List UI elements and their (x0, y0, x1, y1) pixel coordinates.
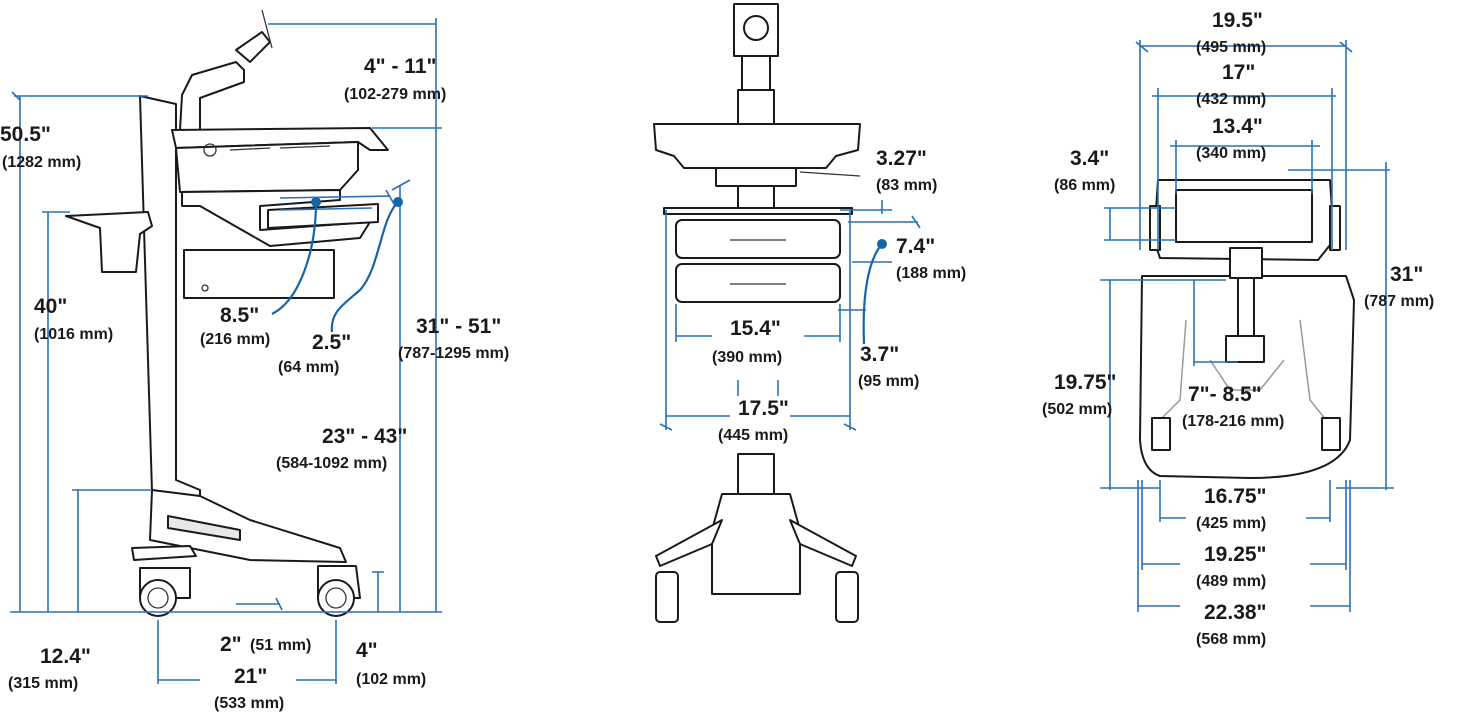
base-width-inner-label: 16.75" (1204, 485, 1267, 508)
front-drawer-lower-label: 3.7" (860, 343, 900, 366)
caster-offset-label: 2" (220, 633, 242, 656)
caster-height-mm-label: (102 mm) (356, 671, 427, 688)
width-mid-label: 17" (1222, 61, 1256, 84)
arm-reach-label: 7"- 8.5" (1188, 383, 1262, 406)
base-height-mm-label: (315 mm) (8, 675, 79, 692)
front-view-callouts (862, 239, 887, 345)
front-overall-width-mm-label: (445 mm) (718, 427, 789, 444)
handle-depth-mm-label: (86 mm) (1054, 177, 1116, 194)
width-mid-mm-label: (432 mm) (1196, 91, 1267, 108)
base-depth-mm-label: (502 mm) (1042, 401, 1113, 418)
surface-thickness-label: 3.27" (876, 147, 927, 170)
base-depth-label: 19.75" (1054, 371, 1117, 394)
overall-height-mm-label: (787-1295 mm) (398, 345, 510, 362)
front-drawer-width-label: 15.4" (730, 317, 781, 340)
monitor-arm-label: 4" - 11" (364, 55, 437, 78)
width-outer-mm-label: (495 mm) (1196, 39, 1267, 56)
handle-height-mm-label: (1282 mm) (2, 154, 82, 171)
basket-height-mm-label: (1016 mm) (34, 326, 114, 343)
front-drawer-lower-mm-label: (95 mm) (858, 373, 920, 390)
base-width-outer-mm-label: (568 mm) (1196, 631, 1267, 648)
surface-thickness-mm-label: (83 mm) (876, 177, 938, 194)
base-width-inner-mm-label: (425 mm) (1196, 515, 1267, 532)
drawer-depth-label: 8.5" (220, 304, 260, 327)
overall-depth-label: 31" (1390, 263, 1424, 286)
front-view-cart (653, 3, 861, 623)
handle-depth-label: 3.4" (1070, 147, 1110, 170)
overall-depth-mm-label: (787 mm) (1364, 293, 1435, 310)
drawer-height-mm-label: (64 mm) (278, 359, 340, 376)
drawer-depth-mm-label: (216 mm) (200, 331, 271, 348)
overall-height-label: 31" - 51" (416, 315, 502, 338)
side-view-callouts (271, 197, 403, 333)
monitor-arm-mm-label: (102-279 mm) (344, 86, 447, 103)
width-inner-label: 13.4" (1212, 115, 1263, 138)
wheelbase-label: 21" (234, 665, 268, 688)
front-drawer-height-mm-label: (188 mm) (896, 265, 967, 282)
work-height-label: 23" - 43" (322, 425, 408, 448)
base-width-mid-mm-label: (489 mm) (1196, 573, 1267, 590)
front-overall-width-label: 17.5" (738, 397, 789, 420)
drawer-height-label: 2.5" (312, 331, 352, 354)
arm-reach-mm-label: (178-216 mm) (1182, 413, 1285, 430)
base-height-label: 12.4" (40, 645, 91, 668)
side-view-dimension-lines (10, 18, 442, 684)
front-view-dimension-lines (659, 200, 921, 431)
handle-height-label: 50.5" (0, 123, 51, 146)
caster-offset-mm-label: (51 mm) (250, 637, 312, 654)
base-width-mid-label: 19.25" (1204, 543, 1267, 566)
work-height-mm-label: (584-1092 mm) (276, 455, 388, 472)
caster-height-label: 4" (356, 639, 378, 662)
front-drawer-height-label: 7.4" (896, 235, 936, 258)
wheelbase-mm-label: (533 mm) (214, 695, 285, 712)
width-outer-label: 19.5" (1212, 9, 1263, 32)
top-view-dimension-lines (1100, 40, 1394, 612)
top-view-cart (1139, 179, 1355, 479)
front-drawer-width-mm-label: (390 mm) (712, 349, 783, 366)
base-width-outer-label: 22.38" (1204, 601, 1267, 624)
basket-height-label: 40" (34, 295, 68, 318)
width-inner-mm-label: (340 mm) (1196, 145, 1267, 162)
